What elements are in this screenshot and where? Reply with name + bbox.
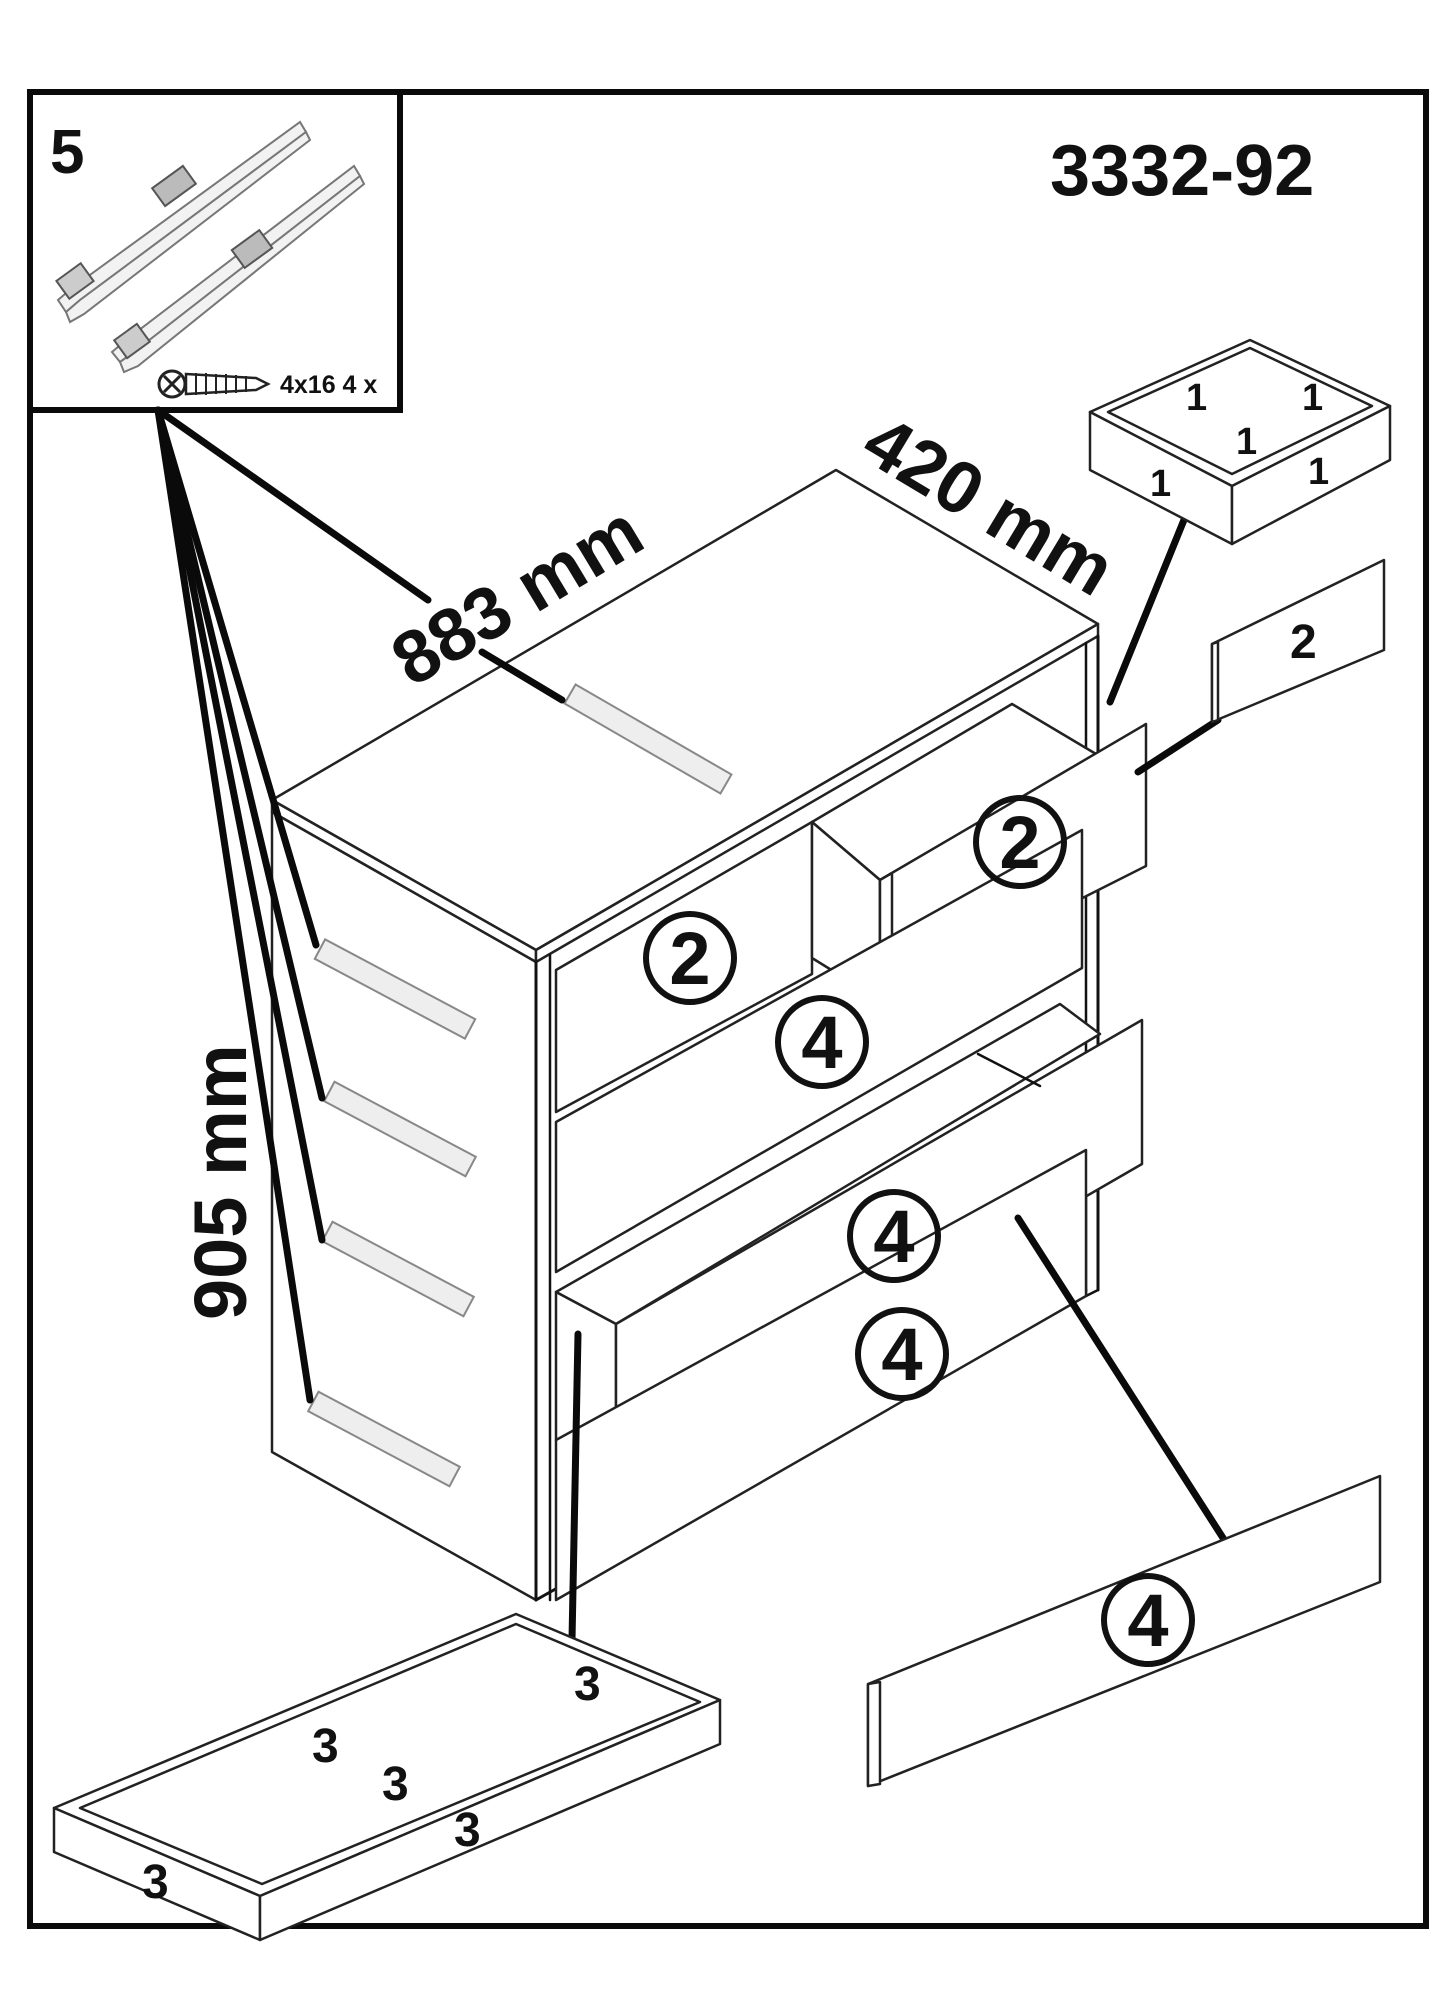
small-drawer-box: 1 1 1 1 1 xyxy=(1088,338,1392,546)
step-inset: 5 4x16 4 x xyxy=(27,89,403,413)
part-label: 3 xyxy=(574,1658,601,1711)
part-label: 1 xyxy=(1186,377,1207,419)
part-label: 1 xyxy=(1150,463,1171,505)
part-label: 1 xyxy=(1302,377,1323,419)
callout-label: 2 xyxy=(999,801,1040,884)
callout-top-left: 2 xyxy=(643,911,737,1005)
leader-lines xyxy=(154,406,1236,1644)
part-label: 1 xyxy=(1236,421,1257,463)
drawer-front-top-left xyxy=(554,820,814,1114)
callout-middle: 4 xyxy=(775,995,869,1089)
callout-label: 4 xyxy=(873,1195,914,1278)
step-number: 5 xyxy=(50,118,84,187)
part-label: 2 xyxy=(1290,616,1317,669)
part-label: 3 xyxy=(454,1804,481,1857)
part-label: 1 xyxy=(1308,451,1329,493)
dresser-body xyxy=(270,468,1100,1602)
drawer-rail-icon xyxy=(55,120,366,374)
large-drawer-box: 3 3 3 3 3 xyxy=(52,1612,722,1942)
screw-spec: 4x16 4 x xyxy=(280,371,377,399)
callout-label: 2 xyxy=(669,917,710,1000)
callout-bottom-lower: 4 xyxy=(855,1307,949,1401)
part-label: 4 xyxy=(1127,1579,1168,1662)
callout-top-right: 2 xyxy=(973,795,1067,889)
screw-icon xyxy=(157,369,271,399)
part-label: 3 xyxy=(142,1856,169,1909)
page-frame xyxy=(27,89,1429,1929)
loose-front-panel-long: 4 xyxy=(866,1474,1382,1788)
drawer-bottom-open xyxy=(554,1002,1144,1602)
callout-bottom-upper: 4 xyxy=(847,1189,941,1283)
loose-front-panel-small: 2 xyxy=(1210,558,1386,724)
callout-label: 4 xyxy=(881,1313,922,1396)
callout-label: 4 xyxy=(801,1001,842,1084)
part-label: 3 xyxy=(382,1758,409,1811)
mounted-rails xyxy=(306,683,733,1488)
drawer-front-middle xyxy=(554,828,1084,1274)
dimension-height: 905 mm xyxy=(179,1044,262,1320)
part-label: 3 xyxy=(312,1720,339,1773)
model-code: 3332-92 xyxy=(1050,131,1314,211)
